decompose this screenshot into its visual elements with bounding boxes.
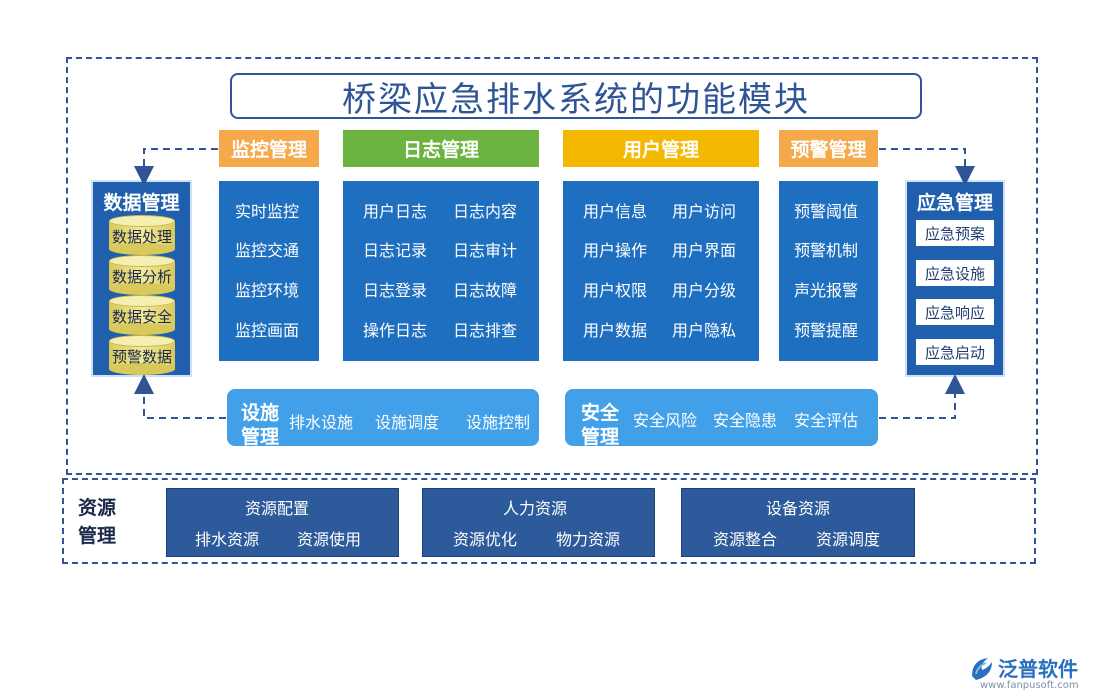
log-item: 用户日志 bbox=[363, 202, 428, 221]
log-item: 日志排查 bbox=[453, 321, 518, 340]
monitor-item: 监控画面 bbox=[235, 321, 300, 340]
monitor-panel: 实时监控 监控交通 监控环境 监控画面 bbox=[219, 181, 319, 361]
facility-item: 设施控制 bbox=[466, 413, 531, 432]
monitor-item: 实时监控 bbox=[235, 202, 300, 221]
resource-group: 资源配置 排水资源 资源使用 bbox=[166, 488, 399, 557]
monitor-item: 监控交通 bbox=[235, 241, 300, 260]
emergency-item: 应急预案 bbox=[916, 220, 994, 246]
resource-frame bbox=[62, 478, 1036, 564]
arrow-warning-to-emergency bbox=[879, 148, 975, 186]
log-item: 日志故障 bbox=[453, 281, 518, 300]
user-item: 用户访问 bbox=[672, 202, 737, 221]
user-panel: 用户信息 用户访问 用户操作 用户界面 用户权限 用户分级 用户数据 用户隐私 bbox=[563, 181, 759, 361]
safety-item: 安全风险 bbox=[633, 411, 698, 430]
monitor-header: 监控管理 bbox=[219, 130, 319, 167]
safety-title: 安全 bbox=[581, 402, 620, 424]
facility-item: 设施调度 bbox=[375, 413, 440, 432]
log-header: 日志管理 bbox=[343, 130, 539, 167]
resource-title: 管理 bbox=[78, 525, 117, 547]
user-item: 用户数据 bbox=[583, 321, 648, 340]
warning-item: 预警提醒 bbox=[794, 321, 859, 340]
warning-header: 预警管理 bbox=[779, 130, 878, 167]
user-item: 用户信息 bbox=[583, 202, 648, 221]
resource-item: 资源优化 bbox=[453, 530, 518, 549]
resource-group-title: 资源配置 bbox=[245, 499, 310, 518]
data-mgmt-item: 预警数据 bbox=[111, 348, 172, 366]
data-mgmt-item: 数据分析 bbox=[111, 268, 172, 286]
log-item: 日志审计 bbox=[453, 241, 518, 260]
brand-logo-url: www.fanpusoft.com bbox=[980, 680, 1079, 691]
arrow-monitor-to-data bbox=[134, 148, 218, 186]
warning-panel: 预警阈值 预警机制 声光报警 预警提醒 bbox=[779, 181, 878, 361]
facility-title: 设施 bbox=[241, 402, 280, 424]
brand-logo: 泛普软件 www.fanpusoft.com bbox=[968, 652, 1096, 696]
database-icon: 数据处理 bbox=[109, 215, 175, 255]
log-item: 日志内容 bbox=[453, 202, 518, 221]
user-item: 用户隐私 bbox=[672, 321, 737, 340]
data-mgmt-item: 数据安全 bbox=[111, 308, 172, 326]
data-mgmt-panel: 数据管理 数据处理 数据分析 数据安全 预警数据 bbox=[91, 180, 192, 377]
page-title: 桥梁应急排水系统的功能模块 bbox=[230, 73, 922, 120]
user-item: 用户操作 bbox=[583, 241, 648, 260]
facility-bar: 设施 管理 排水设施 设施调度 设施控制 bbox=[227, 389, 539, 448]
resource-item: 物力资源 bbox=[556, 530, 621, 549]
user-item: 用户界面 bbox=[672, 241, 737, 260]
log-item: 操作日志 bbox=[363, 321, 428, 340]
resource-item: 资源调度 bbox=[816, 530, 881, 549]
warning-item: 预警阈值 bbox=[794, 202, 859, 221]
emergency-item: 应急设施 bbox=[916, 260, 994, 286]
database-icon: 预警数据 bbox=[109, 335, 175, 375]
arrow-facility-to-data bbox=[134, 374, 226, 419]
safety-bar: 安全 管理 安全风险 安全隐患 安全评估 bbox=[565, 389, 878, 448]
warning-item: 声光报警 bbox=[794, 281, 859, 300]
safety-item: 安全隐患 bbox=[713, 411, 778, 430]
brand-logo-name: 泛普软件 bbox=[998, 657, 1078, 681]
brand-logo-icon bbox=[972, 658, 992, 680]
arrow-safety-to-emergency bbox=[879, 374, 965, 419]
resource-item: 资源使用 bbox=[297, 530, 362, 549]
warning-item: 预警机制 bbox=[794, 241, 859, 260]
database-icon: 数据安全 bbox=[109, 295, 175, 335]
user-item: 用户分级 bbox=[672, 281, 737, 300]
facility-title: 管理 bbox=[241, 426, 280, 448]
resource-item: 资源整合 bbox=[713, 530, 778, 549]
database-icon: 数据分析 bbox=[109, 255, 175, 295]
data-mgmt-title: 数据管理 bbox=[103, 192, 180, 214]
resource-group-title: 人力资源 bbox=[503, 499, 568, 518]
monitor-item: 监控环境 bbox=[235, 281, 300, 300]
emergency-title: 应急管理 bbox=[916, 192, 993, 214]
user-header: 用户管理 bbox=[563, 130, 759, 167]
emergency-panel: 应急管理 应急预案 应急设施 应急响应 应急启动 bbox=[905, 180, 1005, 377]
log-item: 日志记录 bbox=[363, 241, 428, 260]
safety-title: 管理 bbox=[581, 426, 620, 448]
data-mgmt-item: 数据处理 bbox=[111, 228, 172, 246]
log-panel: 用户日志 日志内容 日志记录 日志审计 日志登录 日志故障 操作日志 日志排查 bbox=[343, 181, 539, 361]
resource-group-title: 设备资源 bbox=[766, 499, 831, 518]
main-frame bbox=[66, 57, 1038, 475]
emergency-item: 应急启动 bbox=[916, 339, 994, 365]
resource-title: 资源 bbox=[78, 497, 117, 519]
resource-group: 人力资源 资源优化 物力资源 bbox=[422, 488, 655, 557]
safety-item: 安全评估 bbox=[794, 411, 859, 430]
resource-group: 设备资源 资源整合 资源调度 bbox=[681, 488, 915, 557]
log-item: 日志登录 bbox=[363, 281, 428, 300]
user-item: 用户权限 bbox=[583, 281, 648, 300]
resource-item: 排水资源 bbox=[195, 530, 260, 549]
emergency-item: 应急响应 bbox=[916, 299, 994, 325]
facility-item: 排水设施 bbox=[289, 413, 354, 432]
